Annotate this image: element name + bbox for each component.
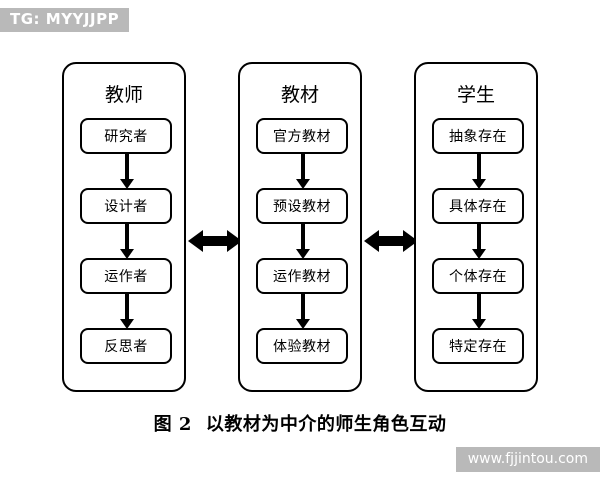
down-arrow-icon [296,294,310,329]
arrow-head-left-icon [188,230,203,252]
down-arrow-icon [472,294,486,329]
arrow-bar [201,236,229,246]
diagram-column-student: 学生 抽象存在 具体存在 个体存在 特定存在 [414,62,538,392]
diagram-column-teacher: 教师 研究者 设计者 运作者 反思者 [62,62,186,392]
diagram-column-textbook: 教材 官方教材 预设教材 运作教材 体验教材 [238,62,362,392]
arrow-bar [377,236,405,246]
node-textbook-2: 运作教材 [256,258,348,294]
node-teacher-2: 运作者 [80,258,172,294]
node-textbook-3: 体验教材 [256,328,348,364]
figure-caption: 图 2 以教材为中介的师生角色互动 [0,410,600,436]
node-student-2: 个体存在 [432,258,524,294]
node-teacher-0: 研究者 [80,118,172,154]
node-student-3: 特定存在 [432,328,524,364]
down-arrow-icon [296,154,310,189]
arrow-head-left-icon [364,230,379,252]
column-title-student: 学生 [456,84,495,106]
double-headed-arrow-icon [364,230,418,252]
watermark-tag-bottom-right: www.fjjintou.com [455,447,600,472]
node-teacher-1: 设计者 [80,188,172,224]
double-headed-arrow-icon [188,230,242,252]
down-arrow-icon [472,224,486,259]
down-arrow-icon [296,224,310,259]
figure-caption-text: 以教材为中介的师生角色互动 [205,414,447,435]
column-title-teacher: 教师 [104,84,143,106]
node-teacher-3: 反思者 [80,328,172,364]
watermark-tag-top-left: TG: MYYJJPP [0,8,130,32]
node-textbook-0: 官方教材 [256,118,348,154]
column-title-textbook: 教材 [280,84,319,106]
figure-caption-label: 图 2 [153,414,192,435]
down-arrow-icon [472,154,486,189]
node-textbook-1: 预设教材 [256,188,348,224]
down-arrow-icon [120,224,134,259]
node-student-0: 抽象存在 [432,118,524,154]
down-arrow-icon [120,154,134,189]
down-arrow-icon [120,294,134,329]
node-student-1: 具体存在 [432,188,524,224]
